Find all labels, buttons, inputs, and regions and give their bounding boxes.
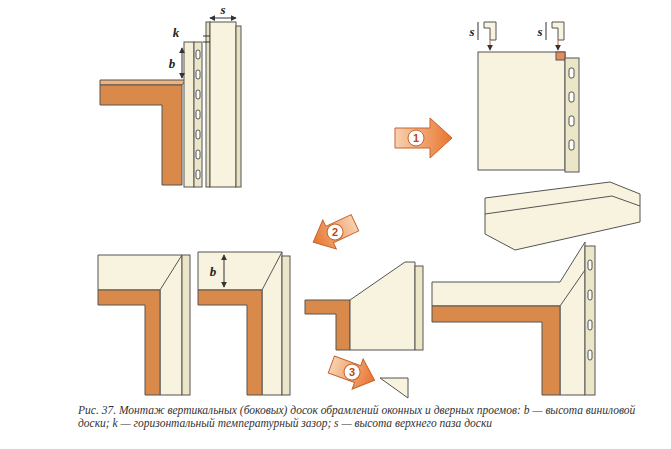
miter-joint [160, 255, 182, 290]
nail-slots [588, 260, 592, 360]
gap-tick [203, 36, 210, 37]
nail-slot [196, 170, 200, 179]
dimension-tick [546, 22, 547, 40]
nail-slot [196, 70, 200, 79]
cut-notch [556, 52, 565, 60]
miter-joint [262, 252, 282, 290]
dimension-line [182, 48, 183, 78]
nail-slot [196, 110, 200, 119]
dimension-label: b [169, 57, 176, 70]
j-channel [184, 42, 194, 187]
nail-slot [196, 50, 200, 59]
block-arrow [395, 118, 452, 158]
nail-flange [565, 58, 579, 172]
dimension-label: b [210, 265, 217, 278]
board-flange [206, 22, 210, 187]
frame-top-face [100, 80, 186, 85]
window-frame [198, 290, 262, 395]
side-board [350, 262, 415, 350]
panel-corner-b [198, 252, 290, 395]
mitered-trim [432, 242, 585, 395]
nail-slot [588, 320, 592, 330]
gap-tick [203, 42, 210, 43]
nail-flange [415, 266, 423, 350]
cut-arrow [558, 40, 559, 50]
step-circle [408, 130, 424, 146]
nail-slot [196, 90, 200, 99]
dimension-label: s [220, 3, 225, 16]
nail-slot [569, 68, 574, 78]
step-arrow [326, 349, 380, 395]
dimension-label: k [173, 26, 180, 39]
board-fold [485, 196, 640, 214]
side-board [210, 22, 236, 187]
side-board [478, 52, 565, 170]
step-arrow [395, 118, 452, 158]
nail-slots [569, 68, 574, 150]
block-arrow [306, 208, 361, 256]
step-circle [324, 221, 345, 242]
dimension-tick [478, 22, 479, 40]
panel-one [100, 18, 241, 187]
step-number: 2 [332, 227, 338, 238]
cut-piece [552, 22, 564, 40]
mitered-trim [198, 252, 282, 395]
mitered-trim [98, 255, 182, 395]
nail-flange [182, 255, 190, 395]
nail-slot [196, 130, 200, 139]
nail-slot [569, 140, 574, 150]
nail-flange [585, 246, 595, 395]
block-arrow [326, 349, 380, 395]
panel-cut [305, 262, 423, 398]
dimension-line [224, 255, 225, 287]
figure-caption: Рис. 37. Монтаж вертикальных (боковых) д… [78, 404, 658, 430]
nail-slot [588, 290, 592, 300]
nail-slot [588, 260, 592, 270]
nail-slot [196, 150, 200, 159]
miter-joint [560, 270, 585, 306]
step-number: 3 [349, 367, 355, 378]
step-arrow [306, 208, 361, 256]
dimension-label: s [537, 25, 542, 38]
cut-arrow [490, 40, 491, 50]
window-frame [305, 300, 350, 350]
nail-slot [569, 92, 574, 102]
cut-piece [484, 22, 496, 40]
panel-finished [432, 242, 595, 395]
nail-flange [194, 42, 202, 187]
panel-two [478, 22, 640, 250]
board-flange [236, 26, 241, 187]
nail-flange [282, 256, 290, 395]
panel-corner-a [98, 255, 190, 395]
window-frame [98, 290, 160, 395]
step-circle [342, 362, 363, 383]
window-frame [432, 306, 560, 395]
nail-slot [588, 350, 592, 360]
dimension-label: s [469, 25, 474, 38]
dimension-line [210, 18, 236, 19]
window-frame [100, 85, 182, 185]
nail-slots [196, 50, 200, 179]
nail-slot [569, 116, 574, 126]
head-board [485, 182, 640, 250]
step-number: 1 [413, 133, 419, 144]
cut-triangle [380, 378, 408, 398]
